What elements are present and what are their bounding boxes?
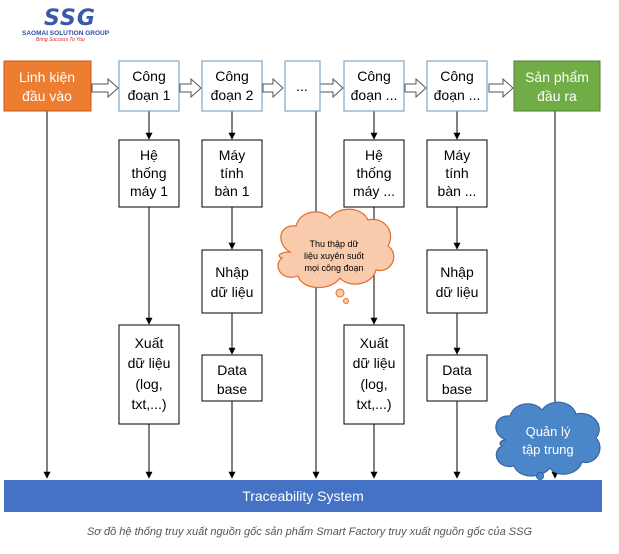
cloud-manage-line1: Quản lý <box>526 424 571 439</box>
cloud-collect-bubble-1 <box>335 288 345 298</box>
database-box-2: Data base <box>426 354 488 402</box>
system-1-line2: thống <box>131 165 166 181</box>
database-2-line2: base <box>442 381 473 397</box>
system-2-line1: Máy <box>219 147 245 163</box>
stage-ellipsis-text: ... <box>296 78 308 94</box>
data-export-2-line4: txt,...) <box>357 396 392 412</box>
system-box-2: Máy tính bàn 1 <box>201 139 263 208</box>
system-3-line2: thống <box>356 165 391 181</box>
block-arrow-1 <box>91 77 119 99</box>
ssg-logo: SSG SAOMAI SOLUTION GROUP Bring Success … <box>22 6 132 43</box>
data-export-1-line3: (log, <box>135 376 162 392</box>
data-export-2-line3: (log, <box>360 376 387 392</box>
stage-4-line2: đoạn ... <box>351 87 398 103</box>
block-arrow-4 <box>319 77 344 99</box>
traceability-system-bar: Traceability System <box>4 480 602 512</box>
database-1-line1: Data <box>217 362 247 378</box>
figure-caption: Sơ đồ hệ thống truy xuất nguồn gốc sản p… <box>86 526 533 538</box>
cloud-central-management: Quản lý tập trung <box>495 401 601 477</box>
block-arrow-2 <box>179 77 202 99</box>
stage-2-line1: Công <box>215 68 248 84</box>
system-4-line3: bàn ... <box>438 183 477 199</box>
data-input-box-2: Nhập dữ liệu <box>426 249 488 314</box>
cloud-collect-line2: liệu xuyên suốt <box>304 251 365 261</box>
database-2-line1: Data <box>442 362 472 378</box>
stage-1-line1: Công <box>132 68 165 84</box>
block-arrow-3 <box>262 77 284 99</box>
logo-company-name: SAOMAI SOLUTION GROUP <box>22 30 110 37</box>
stage-ellipsis-box: ... <box>284 60 321 112</box>
cloud-collect-line3: mọi công đoạn <box>304 263 363 273</box>
input-box-line1: Linh kiện <box>19 69 75 85</box>
logo-mark: SSG <box>44 6 96 31</box>
cloud-manage-line2: tập trung <box>522 442 573 457</box>
system-3-line3: máy ... <box>353 183 395 199</box>
output-box-line1: Sản phẩm <box>525 69 589 85</box>
data-export-1-line1: Xuất <box>135 335 164 351</box>
stage-1-box: Công đoạn 1 <box>118 60 180 112</box>
system-2-line3: bàn 1 <box>214 183 249 199</box>
data-input-1-line1: Nhập <box>215 264 249 280</box>
system-4-line2: tính <box>445 165 468 181</box>
stage-1-line2: đoạn 1 <box>128 87 171 103</box>
stage-2-box: Công đoạn 2 <box>201 60 263 112</box>
stage-4-line1: Công <box>357 68 390 84</box>
data-export-2-line2: dữ liệu <box>353 355 396 371</box>
stage-4-box: Công đoạn ... <box>343 60 405 112</box>
system-1-line3: máy 1 <box>130 183 168 199</box>
system-box-4: Máy tính bàn ... <box>426 139 488 208</box>
data-export-1-line2: dữ liệu <box>128 355 171 371</box>
data-input-box-1: Nhập dữ liệu <box>201 249 263 314</box>
data-export-box-1: Xuất dữ liệu (log, txt,...) <box>118 324 180 425</box>
output-box-line2: đầu ra <box>537 88 577 104</box>
block-arrows <box>91 77 514 99</box>
system-2-line2: tính <box>220 165 243 181</box>
input-components-box: Linh kiện đầu vào <box>3 60 92 112</box>
cloud-collect-bubble-2 <box>343 298 349 304</box>
input-box-line2: đầu vào <box>22 88 72 104</box>
database-box-1: Data base <box>201 354 263 402</box>
system-box-1: Hệ thống máy 1 <box>118 139 180 208</box>
cloud-manage-bubble <box>536 472 544 480</box>
data-input-2-line1: Nhập <box>440 264 474 280</box>
system-3-line1: Hệ <box>365 147 383 163</box>
cloud-collect-line1: Thu thập dữ <box>309 239 358 249</box>
system-1-line1: Hệ <box>140 147 158 163</box>
stage-5-box: Công đoạn ... <box>426 60 488 112</box>
block-arrow-6 <box>488 77 514 99</box>
database-1-line2: base <box>217 381 248 397</box>
block-arrow-5 <box>404 77 427 99</box>
system-4-line1: Máy <box>444 147 470 163</box>
traceability-label: Traceability System <box>242 488 364 504</box>
data-export-box-2: Xuất dữ liệu (log, txt,...) <box>343 324 405 425</box>
data-export-2-line1: Xuất <box>360 335 389 351</box>
data-input-1-line2: dữ liệu <box>211 284 254 300</box>
system-box-3: Hệ thống máy ... <box>343 139 405 208</box>
data-input-2-line2: dữ liệu <box>436 284 479 300</box>
output-product-box: Sản phẩm đầu ra <box>513 60 601 112</box>
stage-5-line2: đoạn ... <box>434 87 481 103</box>
logo-tagline: Bring Success To You <box>36 37 85 43</box>
stage-2-line2: đoạn 2 <box>211 87 254 103</box>
cloud-collect-data: Thu thập dữ liệu xuyên suốt mọi công đoạ… <box>277 208 395 289</box>
stage-5-line1: Công <box>440 68 473 84</box>
data-export-1-line4: txt,...) <box>132 396 167 412</box>
